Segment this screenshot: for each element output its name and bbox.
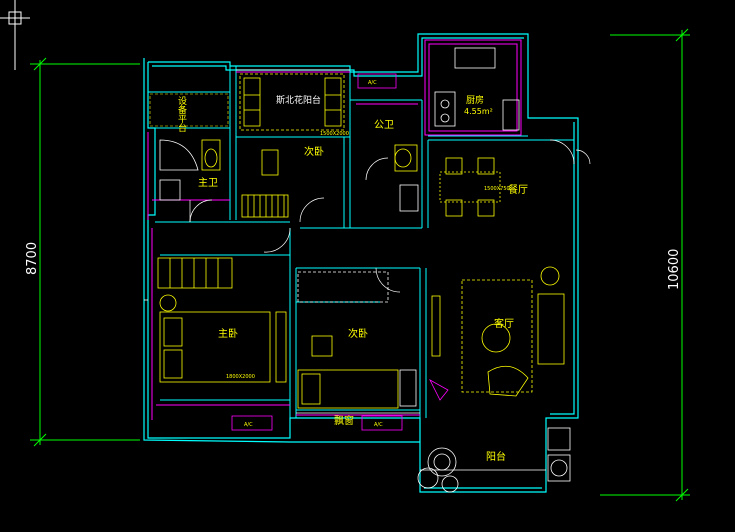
- second-bed-bottom-furniture: [297, 271, 417, 409]
- room-label-bay-window: 飘窗: [334, 414, 354, 427]
- dining-set: [439, 157, 501, 217]
- left-dimension-text: 8700: [25, 242, 40, 275]
- balcony-plant-icon: [417, 447, 459, 493]
- svg-text:A/C: A/C: [374, 422, 383, 428]
- living-furniture: [429, 266, 565, 401]
- svg-text:A/C: A/C: [368, 80, 377, 86]
- room-label-master-bed: 主卧: [218, 327, 238, 340]
- public-bath-fixtures: [394, 144, 419, 212]
- room-label-living: 客厅: [494, 317, 514, 330]
- kitchen-fixtures: [434, 47, 520, 131]
- left-dimension-line: [30, 57, 140, 447]
- room-label-balcony: 阳台: [486, 450, 506, 463]
- crosshair-cursor-icon: [0, 0, 30, 70]
- master-bath-fixtures: [159, 139, 221, 201]
- magenta-partitions: [147, 39, 522, 420]
- room-label-kitchen-area: 4.55m²: [464, 107, 493, 116]
- room-label-bunk-area: 斯北花阳台: [276, 94, 321, 106]
- bunk-area-bed-tag: 1500X2000: [320, 131, 349, 137]
- room-label-master-bath: 主卫: [198, 177, 218, 189]
- ac-unit-master: A/C: [231, 415, 273, 431]
- master-bed-tag: 1800X2000: [226, 374, 255, 380]
- interior-walls: [148, 66, 574, 418]
- door-swings: [189, 139, 591, 293]
- ac-unit-second: A/C: [361, 415, 403, 431]
- room-label-equipment-platform: 设备平台: [176, 96, 187, 133]
- room-label-second-bed-top: 次卧: [304, 145, 324, 158]
- right-dimension-line: [600, 28, 690, 502]
- svg-text:A/C: A/C: [244, 422, 253, 428]
- master-bed-furniture: [157, 257, 287, 383]
- room-label-public-bath: 公卫: [374, 120, 394, 131]
- right-dimension-text: 10600: [667, 249, 682, 290]
- room-label-dining: 餐厅: [508, 183, 528, 196]
- dining-table-tag: 1500X750: [484, 186, 510, 192]
- ac-unit-top: A/C: [357, 73, 397, 89]
- room-label-kitchen: 厨房: [466, 94, 484, 106]
- bunk-furniture: [239, 73, 345, 218]
- equipment-platform-outline: [149, 93, 229, 127]
- outer-walls: [143, 33, 579, 493]
- room-label-second-bed-bottom: 次卧: [348, 327, 368, 340]
- balcony-appliances: [547, 427, 571, 482]
